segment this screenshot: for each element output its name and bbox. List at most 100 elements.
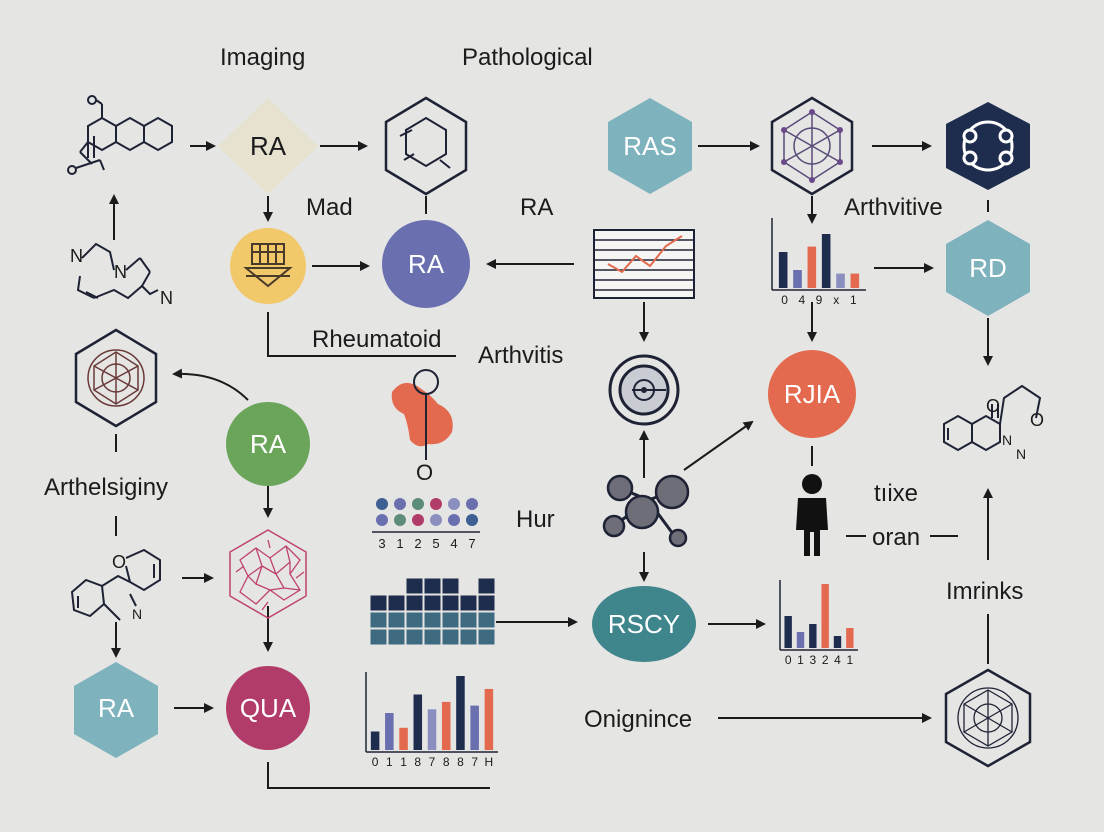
label-mad: Mad [306, 194, 353, 221]
molecule-letter: N [132, 606, 143, 622]
tick-label: 1 [850, 293, 857, 307]
tick-label: 7 [429, 755, 436, 769]
tick-label: 2 [822, 653, 829, 667]
tick-label: x [833, 293, 839, 307]
label-pathological: Pathological [462, 44, 593, 71]
bar-block [459, 611, 478, 629]
label-oran: oran [872, 524, 921, 551]
tick-label: 8 [414, 755, 421, 769]
molecule-letter: O [112, 552, 127, 572]
tick-label: 1 [797, 653, 804, 667]
tick-label: 3 [809, 653, 816, 667]
rd-hexagon-node [946, 220, 1030, 316]
bar-block [441, 611, 460, 629]
bar [796, 632, 805, 648]
label-hur: Hur [516, 506, 555, 533]
molecule-structure-3 [943, 384, 1042, 452]
ra-teal-hexagon-label: RA [97, 692, 135, 723]
tick-label: 1 [396, 536, 403, 551]
tick-label: 4 [798, 293, 805, 307]
label-imrinks: Imrinks [946, 578, 1024, 605]
bar-block [423, 577, 442, 595]
bar [413, 694, 423, 750]
molecule-structure-1 [67, 95, 173, 175]
ra-teal-hexagon-node [74, 662, 158, 758]
hexagon-network-icon [384, 96, 468, 196]
dot [448, 514, 460, 526]
dot [466, 498, 478, 510]
bar-chart-1-axes [771, 218, 866, 291]
bar [809, 624, 817, 648]
tick-label: 0 [372, 755, 379, 769]
bar-chart-3-axes [779, 580, 858, 651]
label-onignince: Onignince [584, 706, 693, 733]
bar-chart-2-axes [365, 672, 498, 753]
tick-label: 7 [471, 755, 478, 769]
molecule-structure-2 [76, 242, 159, 300]
bar-block [369, 594, 388, 612]
bar [850, 273, 860, 288]
molecule-structure-4 [70, 548, 161, 621]
dot [394, 498, 406, 510]
tick-label: 3 [378, 536, 385, 551]
bar [836, 273, 845, 288]
tick-label: 2 [414, 536, 421, 551]
dot [376, 514, 388, 526]
bar [385, 713, 394, 750]
bar-block [369, 628, 388, 646]
qua-circle-label: QUA [239, 692, 297, 723]
bar-block [423, 628, 442, 646]
bar-block [459, 628, 478, 646]
rjia-circle-label: RJIA [783, 378, 841, 409]
bar-block [441, 577, 460, 595]
rd-hexagon-label: RD [969, 252, 1007, 283]
bar-block [387, 611, 406, 629]
tick-label: H [485, 755, 494, 769]
dot [448, 498, 460, 510]
bar [470, 705, 479, 750]
bar-block [405, 628, 424, 646]
hexagon-mesh-icon-left [74, 328, 158, 428]
tick-label: 7 [468, 536, 475, 551]
molecule-letter: N [160, 288, 173, 308]
bar-block [405, 611, 424, 629]
dot [430, 514, 442, 526]
bar [427, 709, 437, 750]
bar-block [477, 628, 496, 646]
label-rheumatoid: Rheumatoid [312, 326, 442, 353]
dot [394, 514, 406, 526]
bar [456, 676, 465, 750]
crimson-mesh-icon [229, 529, 307, 619]
tick-label: 1 [386, 755, 393, 769]
bar [399, 727, 408, 750]
molecular-network-icon [602, 474, 690, 548]
bar-block [441, 628, 460, 646]
tick-label: 1 [846, 653, 853, 667]
bar [846, 628, 854, 648]
hexagon-mesh-icon-right [944, 668, 1032, 768]
bar [821, 584, 829, 648]
ra-green-label: RA [249, 428, 287, 459]
molecule-letter: N [1002, 432, 1013, 448]
rscy-ellipse-node [592, 586, 696, 662]
ra-diamond-label: RA [249, 130, 287, 161]
tick-label: 9 [816, 293, 823, 307]
molecule-letter: N [70, 246, 83, 266]
bar [793, 270, 802, 288]
bar [833, 636, 842, 648]
gold-emblem-node [230, 228, 306, 304]
label-arthvitive: Arthvitive [844, 194, 943, 221]
target-node [608, 354, 680, 426]
bar-block [459, 594, 478, 612]
ring-hexagon-icon [946, 102, 1030, 190]
block-bar-chart [369, 577, 496, 646]
bar-block [477, 611, 496, 629]
tick-label: 4 [834, 653, 841, 667]
ra-indigo-label: RA [407, 248, 445, 279]
rscy-ellipse-label: RSCY [607, 608, 681, 639]
